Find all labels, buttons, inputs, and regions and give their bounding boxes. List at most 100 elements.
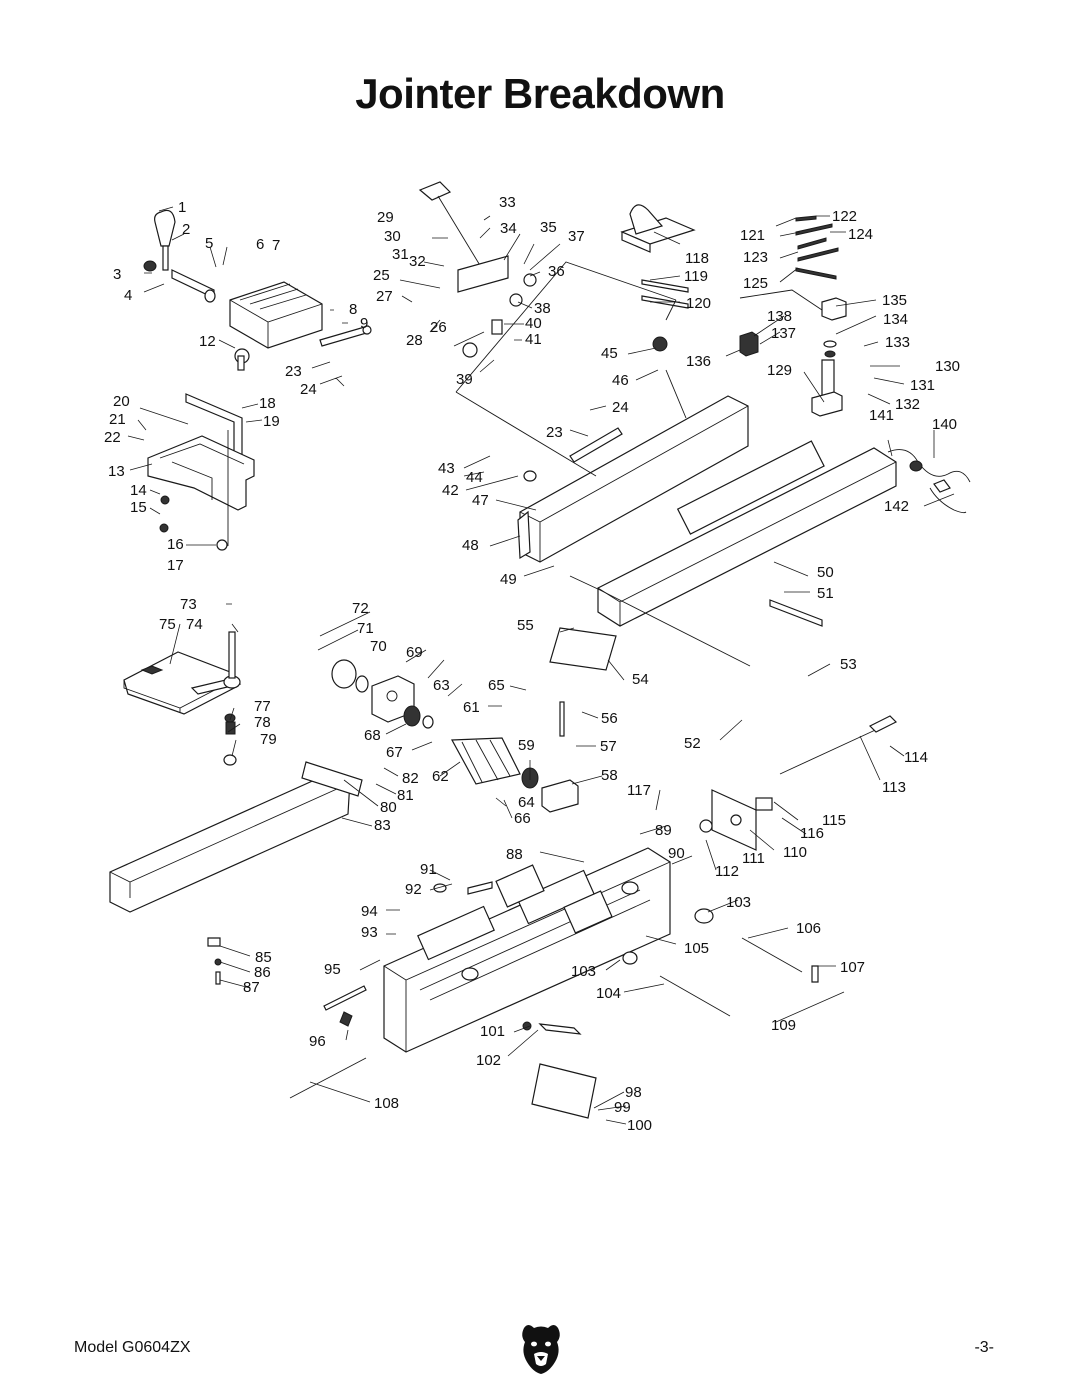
callout-106: 106: [796, 920, 821, 937]
callout-36: 36: [548, 263, 565, 280]
callout-112: 112: [715, 863, 739, 880]
callout-49: 49: [500, 571, 517, 588]
callout-95: 95: [324, 961, 341, 978]
infeed-table: [549, 440, 897, 671]
callout-8: 8: [349, 301, 357, 318]
callout-119: 119: [684, 268, 708, 285]
callout-79: 79: [260, 731, 277, 748]
callout-65: 65: [488, 677, 505, 694]
callout-48: 48: [462, 537, 479, 554]
callout-68: 68: [364, 727, 381, 744]
callout-54: 54: [632, 671, 649, 688]
callout-64: 64: [518, 794, 535, 811]
callout-45: 45: [601, 345, 618, 362]
callout-34: 34: [500, 220, 517, 237]
callout-23-upper: 23: [285, 363, 302, 380]
callout-3: 3: [113, 266, 121, 283]
callout-101: 101: [480, 1023, 505, 1040]
callout-57: 57: [600, 738, 617, 755]
callout-104: 104: [596, 985, 621, 1002]
callout-96: 96: [309, 1033, 326, 1050]
callout-138: 138: [767, 308, 792, 325]
callout-131: 131: [910, 377, 935, 394]
callout-17: 17: [167, 557, 184, 574]
callout-35: 35: [540, 219, 557, 236]
callout-18: 18: [259, 395, 276, 412]
callout-5: 5: [205, 235, 213, 252]
callout-62: 62: [432, 768, 449, 785]
callout-123: 123: [743, 249, 768, 266]
callout-114: 114: [904, 749, 928, 766]
callout-140: 140: [932, 416, 957, 433]
callout-75: 75: [159, 616, 176, 633]
callout-125: 125: [743, 275, 768, 292]
callout-39: 39: [456, 371, 473, 388]
callout-50: 50: [817, 564, 834, 581]
callout-136: 136: [686, 353, 711, 370]
callout-93: 93: [361, 924, 378, 941]
callout-55: 55: [517, 617, 534, 634]
callout-118: 118: [685, 250, 709, 267]
callout-83: 83: [374, 817, 391, 834]
callout-13: 13: [108, 463, 125, 480]
callout-2: 2: [182, 221, 190, 238]
callout-134: 134: [883, 311, 908, 328]
callout-98: 98: [625, 1084, 642, 1101]
push-block: [620, 204, 696, 253]
callout-32: 32: [409, 253, 426, 270]
cutterhead-assembly: [331, 659, 579, 813]
callout-103-lower: 103: [571, 963, 596, 980]
callout-19: 19: [263, 413, 280, 430]
callout-113: 113: [882, 779, 906, 796]
callout-16: 16: [167, 536, 184, 553]
callout-91: 91: [420, 861, 437, 878]
callout-24-lower: 24: [612, 399, 629, 416]
callout-7: 7: [272, 237, 280, 254]
callout-135: 135: [882, 292, 907, 309]
callout-58: 58: [601, 767, 618, 784]
callout-1: 1: [178, 199, 186, 216]
model-number: Model G0604ZX: [74, 1339, 191, 1356]
callout-88: 88: [506, 846, 523, 863]
callout-73: 73: [180, 596, 197, 613]
callout-109: 109: [771, 1017, 796, 1034]
callout-99: 99: [614, 1099, 631, 1116]
callout-30: 30: [384, 228, 401, 245]
callout-108: 108: [374, 1095, 399, 1112]
callout-38: 38: [534, 300, 551, 317]
callout-52: 52: [684, 735, 701, 752]
callout-89: 89: [655, 822, 672, 839]
leader-lines: [127, 206, 955, 1125]
callout-92: 92: [405, 881, 422, 898]
callout-44: 44: [466, 469, 483, 486]
wrenches-and-hex-keys: [641, 215, 839, 309]
callout-137: 137: [771, 325, 796, 342]
callout-42: 42: [442, 482, 459, 499]
callout-66: 66: [514, 810, 531, 827]
callout-78: 78: [254, 714, 271, 731]
callout-27: 27: [376, 288, 393, 305]
callout-130: 130: [935, 358, 960, 375]
base-assembly: [383, 847, 671, 1053]
callout-86: 86: [254, 964, 271, 981]
callout-12: 12: [199, 333, 216, 350]
callout-59: 59: [518, 737, 535, 754]
callout-9: 9: [360, 315, 368, 332]
callout-53: 53: [840, 656, 857, 673]
callout-31: 31: [392, 246, 409, 263]
callout-94: 94: [361, 903, 378, 920]
callout-74: 74: [186, 616, 203, 633]
fence-tilt-assembly: [143, 209, 372, 371]
callout-100: 100: [627, 1117, 652, 1134]
callout-47: 47: [472, 492, 489, 509]
callout-67: 67: [386, 744, 403, 761]
callout-116: 116: [800, 825, 824, 842]
fence-bracket-assembly: [147, 393, 255, 551]
bear-head-logo-icon: [522, 1325, 560, 1374]
callout-51: 51: [817, 585, 834, 602]
callout-80: 80: [380, 799, 397, 816]
page-title: Jointer Breakdown: [355, 70, 725, 117]
callout-103-upper: 103: [726, 894, 751, 911]
callout-85: 85: [255, 949, 272, 966]
